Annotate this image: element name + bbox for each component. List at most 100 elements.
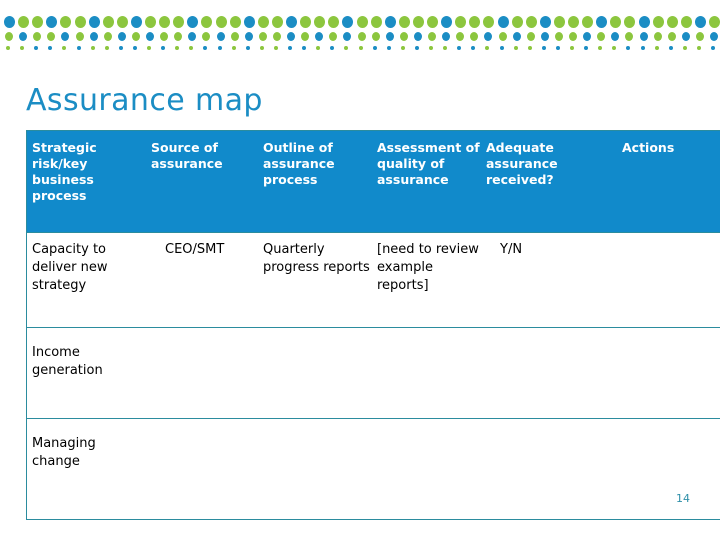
decorative-dot xyxy=(597,32,606,41)
decorative-dot xyxy=(427,16,438,28)
decorative-dot xyxy=(583,32,592,41)
decorative-dot xyxy=(680,16,692,28)
decorative-dot xyxy=(32,16,44,28)
decorative-dot xyxy=(612,46,617,50)
decorative-dot xyxy=(146,32,154,41)
decorative-dot xyxy=(653,32,662,41)
decorative-dot xyxy=(569,32,577,41)
decorative-dot xyxy=(695,32,704,41)
table-row: Capacity to deliver new strategy CEO/SMT… xyxy=(26,232,720,328)
cell-outline xyxy=(262,418,375,520)
decorative-dot xyxy=(316,46,321,50)
assurance-map-table: Strategic risk/key business process Sour… xyxy=(26,130,720,520)
decorative-dot xyxy=(216,32,225,41)
decorative-dot xyxy=(526,32,535,41)
decorative-dot xyxy=(696,46,701,50)
decorative-dot xyxy=(497,16,509,28)
decorative-dot xyxy=(471,46,476,50)
decorative-dot xyxy=(372,46,377,50)
decorative-dot xyxy=(610,16,622,28)
decorative-dot xyxy=(88,16,100,28)
decorative-dot xyxy=(398,16,410,28)
decorative-dot xyxy=(499,46,504,50)
decorative-dot xyxy=(386,46,391,50)
decorative-dot xyxy=(469,16,481,28)
decorative-dot xyxy=(399,32,408,41)
decorative-dot xyxy=(666,16,678,28)
decorative-dot xyxy=(682,46,687,50)
decorative-dot xyxy=(301,32,310,41)
decorative-dot xyxy=(694,16,706,28)
decorative-dot xyxy=(173,16,185,28)
decorative-dot xyxy=(554,32,563,41)
decorative-dot xyxy=(555,46,560,50)
decorative-dot xyxy=(457,46,462,50)
decorative-dot xyxy=(33,32,42,41)
decorative-dot xyxy=(145,16,156,28)
column-header-assessment: Assessment of quality of assurance xyxy=(377,140,480,187)
table-header-row: Strategic risk/key business process Sour… xyxy=(26,130,720,233)
decorative-dot xyxy=(48,46,53,50)
page-number: 14 xyxy=(676,492,690,505)
decorative-dot xyxy=(161,46,166,50)
decorative-dot xyxy=(358,46,363,50)
decorative-dot xyxy=(470,32,479,41)
table-body: Capacity to deliver new strategy CEO/SMT… xyxy=(26,232,720,520)
decorative-dot xyxy=(513,46,518,50)
decorative-dot xyxy=(314,16,326,28)
decorative-dot xyxy=(215,16,227,28)
decorative-dot xyxy=(203,46,208,50)
decorative-dot xyxy=(412,16,424,28)
cell-risk: Capacity to deliver new strategy xyxy=(26,232,147,328)
decorative-dot xyxy=(357,32,366,41)
decorative-dot xyxy=(117,32,126,41)
decorative-dot xyxy=(229,16,241,28)
decorative-dot xyxy=(272,32,281,41)
decorative-dot xyxy=(456,32,465,41)
column-header-outline: Outline of assurance process xyxy=(263,140,335,187)
decorative-dot xyxy=(6,46,10,50)
decorative-dot xyxy=(512,32,521,41)
cell-outline: Quarterly progress reports xyxy=(262,232,375,328)
decorative-dot xyxy=(553,16,565,28)
decorative-dot xyxy=(243,16,255,28)
decorative-dot xyxy=(217,46,222,50)
dot-row-small xyxy=(0,46,720,53)
decorative-dot xyxy=(103,32,112,41)
decorative-dot xyxy=(344,46,349,50)
cell-assessment: [need to review example reports] xyxy=(375,232,484,328)
decorative-dot xyxy=(385,32,394,41)
decorative-dot xyxy=(302,46,307,50)
decorative-dot xyxy=(329,32,338,41)
decorative-dot xyxy=(132,46,137,50)
column-header-risk: Strategic risk/key business process xyxy=(32,140,97,203)
cell-actions xyxy=(601,327,720,419)
decorative-dot xyxy=(174,32,183,41)
decorative-dot xyxy=(640,46,645,50)
decorative-dot xyxy=(328,16,340,28)
dot-row-medium xyxy=(0,32,720,43)
cell-assessment xyxy=(375,418,484,520)
decorative-dot xyxy=(485,46,490,50)
decorative-dot xyxy=(116,16,128,28)
decorative-dot xyxy=(638,16,650,28)
decorative-dot xyxy=(231,46,236,50)
decorative-dot xyxy=(414,46,419,50)
decorative-dot xyxy=(668,46,673,50)
decorative-dot xyxy=(667,32,676,41)
decorative-dot xyxy=(60,16,72,28)
cell-source xyxy=(147,327,262,419)
decorative-dot xyxy=(90,46,95,50)
decorative-dot xyxy=(202,32,211,41)
cell-risk: Managing change xyxy=(26,418,147,520)
decorative-dot xyxy=(273,46,278,50)
decorative-dot xyxy=(626,46,631,50)
decorative-dot xyxy=(370,16,382,28)
decorative-dot xyxy=(74,16,86,28)
cell-assessment xyxy=(375,327,484,419)
decorative-dot xyxy=(271,16,283,28)
cell-outline xyxy=(262,327,375,419)
decorative-dot xyxy=(75,32,84,41)
decorative-dot xyxy=(189,46,194,50)
decorative-dot xyxy=(147,46,151,50)
